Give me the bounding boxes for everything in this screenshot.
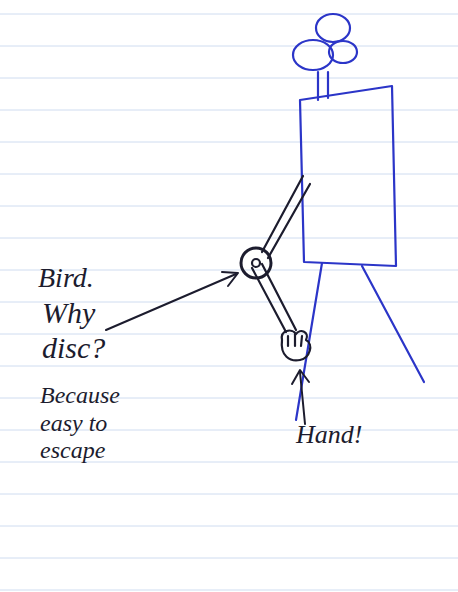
handwritten-note: Hand! [296,420,386,450]
ruled-lines [0,14,458,590]
leader-line [106,274,236,330]
body [300,86,396,266]
hand [282,331,311,361]
handwritten-note: Bird. [38,262,148,294]
disc-pivot [252,259,260,267]
handwritten-note: Because easy to escape [40,382,145,465]
arrow-head [222,272,238,286]
leader-line [300,372,305,424]
forearm [252,264,296,332]
arrow-head [292,370,309,384]
head-loop [329,41,357,63]
handwritten-note: Why disc? [42,296,122,365]
fingers [288,334,302,346]
head-loop [293,40,333,70]
upper-arm [262,176,310,258]
arm-mechanism [241,176,310,360]
head-loop [316,14,350,42]
robot-figure [293,14,424,420]
leader-arrows [106,272,309,424]
leg [362,266,424,382]
